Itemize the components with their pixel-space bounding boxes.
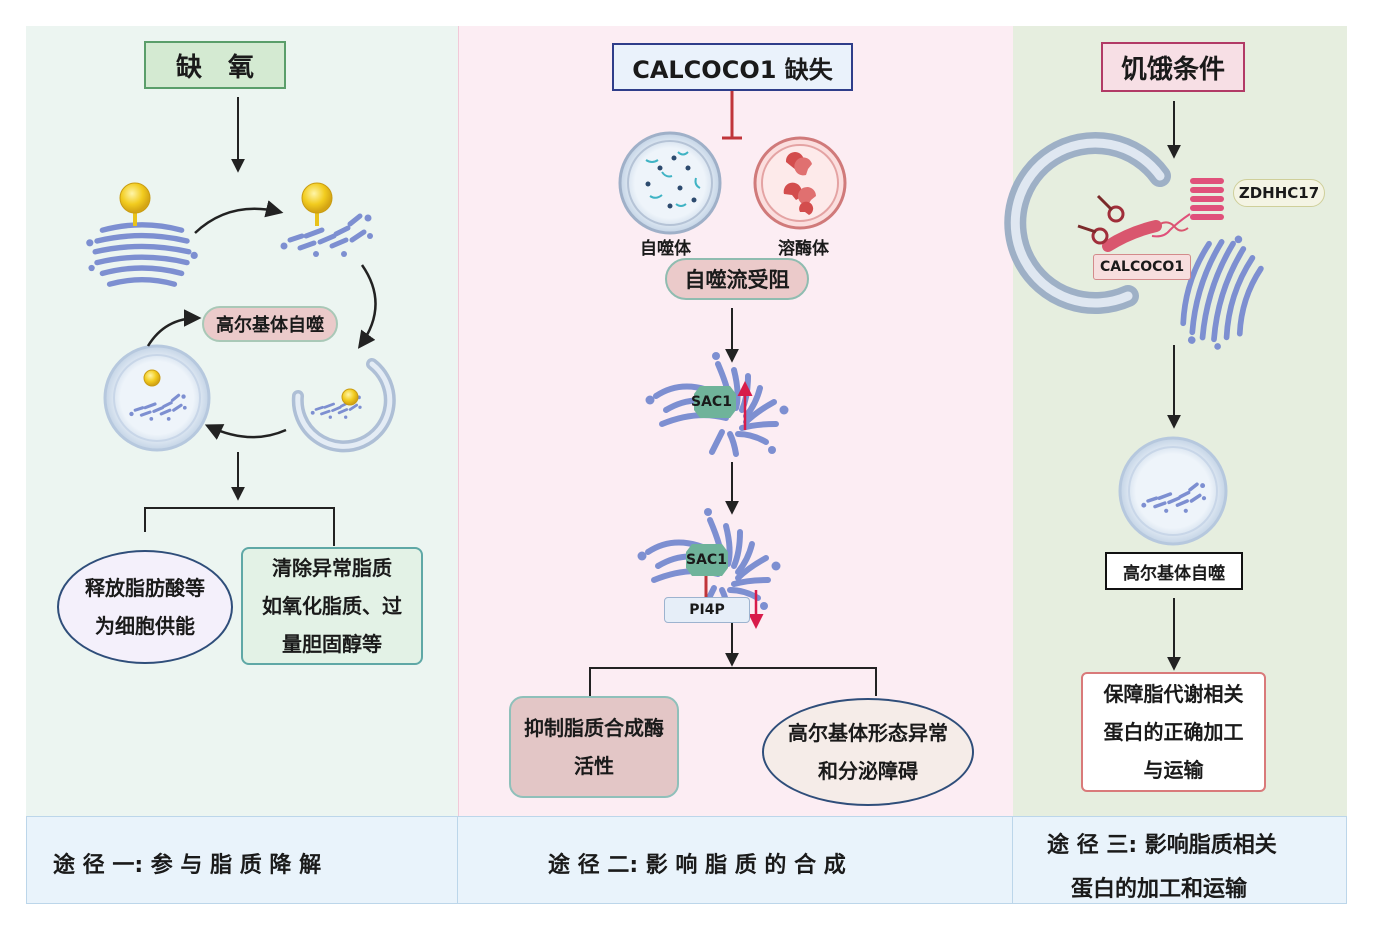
autophagosome-3 xyxy=(1118,436,1228,546)
sac1-label-1: SAC1 xyxy=(691,394,732,410)
bracket-outcomes-1 xyxy=(144,507,335,546)
calcoco1-loss-header: CALCOCO1 缺失 xyxy=(612,43,853,91)
autophagosome-1 xyxy=(103,344,211,452)
outcome-release-fatty-acids: 释放脂肪酸等 为细胞供能 xyxy=(57,550,233,664)
arrow-fragmentation xyxy=(194,200,284,234)
calcoco1-protein xyxy=(1077,194,1189,252)
outcome-inhibit-enzyme: 抑制脂质合成酶 活性 xyxy=(509,696,679,798)
golgiphagy-label-1: 高尔基体自噬 xyxy=(202,306,338,342)
bracket-outcomes-2 xyxy=(589,667,877,696)
golgi-intact xyxy=(86,182,198,284)
footer-text-1: 途 径 一: 参 与 脂 质 降 解 xyxy=(53,853,322,878)
lysosome xyxy=(753,136,847,230)
golgi-sac1-2 xyxy=(638,508,781,629)
lysosome-label: 溶酶体 xyxy=(778,239,829,259)
sac1-label-2: SAC1 xyxy=(686,552,727,568)
lipid-droplet-1 xyxy=(119,182,151,214)
starvation-header: 饥饿条件 xyxy=(1101,42,1245,92)
lipid-droplet-2 xyxy=(301,182,333,214)
zdhhc17-protein xyxy=(1151,178,1224,238)
outcome-clear-abnormal-lipids: 清除异常脂质 如氧化脂质、过 量胆固醇等 xyxy=(241,547,423,665)
zdhhc17-label: ZDHHC17 xyxy=(1233,179,1325,207)
flux-blocked-label: 自噬流受阻 xyxy=(665,258,809,300)
autophagosome-label: 自噬体 xyxy=(640,239,691,259)
calcoco1-label: CALCOCO1 xyxy=(1093,254,1191,280)
outcome-golgi-abnormal: 高尔基体形态异常 和分泌障碍 xyxy=(762,698,974,806)
footer-pathway-2: 途 径 二: 影 响 脂 质 的 合 成 xyxy=(458,816,1013,904)
hypoxia-header: 缺 氧 xyxy=(144,41,286,89)
outcome-protein-processing: 保障脂代谢相关 蛋白的正确加工 与运输 xyxy=(1081,672,1266,792)
footer-text-2: 途 径 二: 影 响 脂 质 的 合 成 xyxy=(548,853,846,878)
phagophore-3 xyxy=(1004,132,1171,314)
golgi-sac1-1 xyxy=(646,352,789,454)
arrow-cycle xyxy=(146,309,202,347)
footer-pathway-1: 途 径 一: 参 与 脂 质 降 解 xyxy=(26,816,458,904)
autophagosome-2 xyxy=(618,131,722,235)
footer-text-3b: 蛋白的加工和运输 xyxy=(1071,877,1248,902)
golgiphagy-label-3: 高尔基体自噬 xyxy=(1105,552,1243,590)
arrow-autophagosome xyxy=(204,424,287,440)
golgi-fragmented xyxy=(281,182,374,257)
arrow-engulf xyxy=(357,264,377,349)
footer-pathway-3: 途 径 三: 影响脂质相关 蛋白的加工和运输 xyxy=(1013,816,1347,904)
golgi-stack-3 xyxy=(1173,226,1269,357)
phagophore xyxy=(291,358,396,453)
footer-text-3a: 途 径 三: 影响脂质相关 xyxy=(1047,833,1277,858)
pi4p-label: PI4P xyxy=(664,597,750,623)
panel-pathway-2 xyxy=(458,26,1015,816)
